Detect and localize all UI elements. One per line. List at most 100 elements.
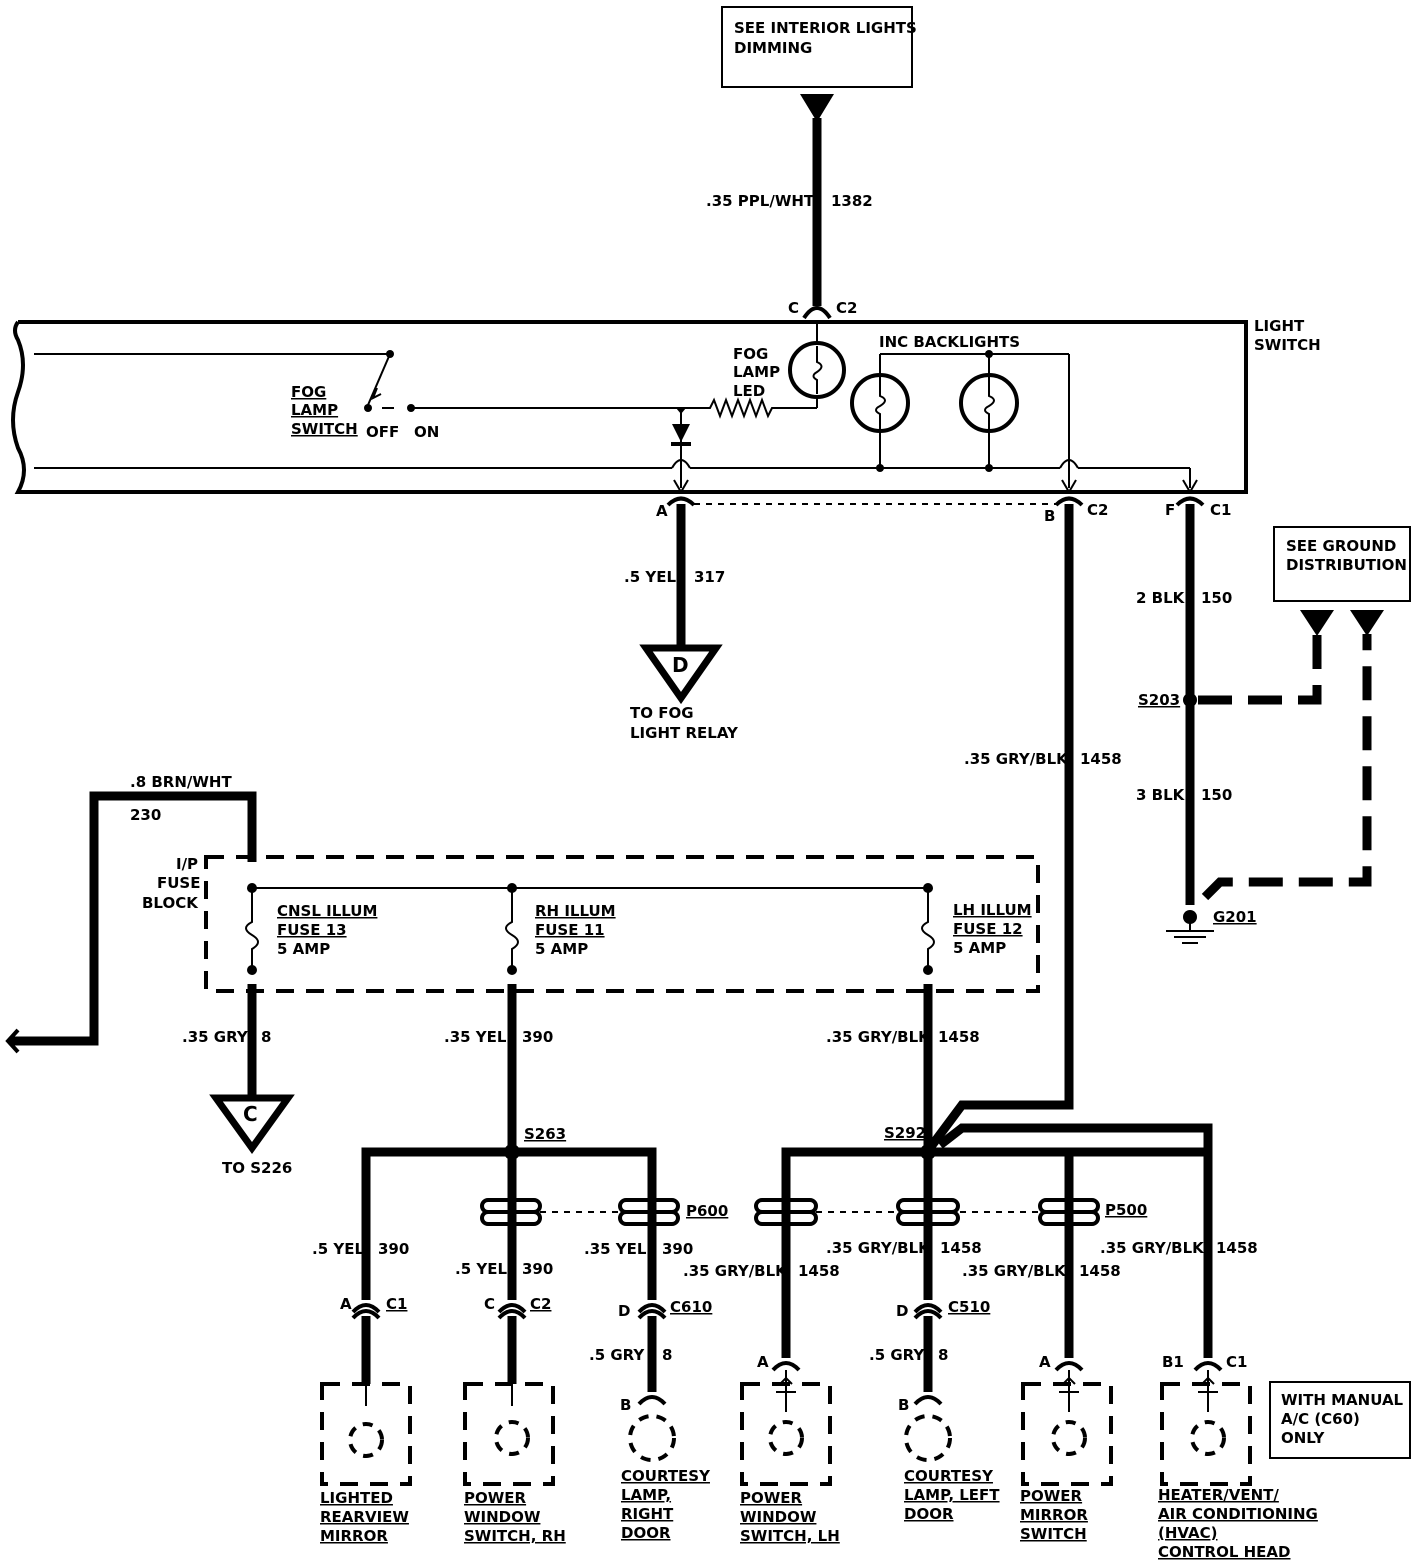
w-1458-d-circuit: 1458 [1216, 1239, 1258, 1257]
w-390-b-circuit: 390 [522, 1260, 553, 1278]
conn-b-1-letter: B [620, 1396, 631, 1414]
ground-dashed-1 [1198, 634, 1322, 705]
comp-mirror-sw-lamp [1051, 1420, 1087, 1456]
conn-d-c510-2 [913, 1309, 943, 1320]
to-fog-relay-label: TO FOG LIGHT RELAY [630, 704, 739, 742]
conn-d-c610-label: C610 [670, 1298, 712, 1316]
comp-mirror-sw-label: POWER MIRROR SWITCH [1020, 1487, 1093, 1543]
p500-pin-3-bottom [1038, 1210, 1100, 1226]
switch-off-label: OFF [366, 423, 399, 441]
connector-a-inner-arrow [673, 479, 689, 494]
comp-pw-lh-diode [776, 1376, 796, 1393]
w-390-b-color: .5 YEL [455, 1260, 507, 1278]
fuse-block [204, 855, 1040, 993]
wire-150a-color: 2 BLK [1136, 589, 1186, 607]
conn-a-c1-label: C1 [386, 1295, 407, 1313]
led-filament [812, 346, 823, 394]
interior-lights-arrow [800, 94, 834, 122]
conn-d-c510-label: C510 [948, 1298, 990, 1316]
wire-390-top-circuit: 390 [522, 1028, 553, 1046]
comp-mirror-sw-box [1021, 1382, 1113, 1486]
light-switch-body [11, 320, 1248, 494]
fuse11-node-bottom [507, 965, 517, 975]
fog-lamp-led [788, 341, 846, 399]
p500-label: P500 [1105, 1201, 1147, 1219]
conn-f-letter: F [1165, 501, 1175, 519]
conn-c2-label: C2 [836, 299, 857, 317]
fuse13-node-bottom [247, 965, 257, 975]
comp-courtesy-l-lamp [904, 1414, 952, 1462]
comp-courtesy-r-label: COURTESY LAMP, RIGHT DOOR [621, 1467, 715, 1542]
backlight-output-arrow [1061, 479, 1077, 494]
s226-letter: C [243, 1102, 258, 1126]
p600-pin-2-bottom [618, 1210, 680, 1226]
ground-feed-arrow [1182, 479, 1198, 494]
fog-relay-letter: D [672, 653, 689, 677]
g201-label: G201 [1213, 908, 1257, 926]
switch-blade [367, 353, 391, 406]
conn-c-c2-label: C2 [530, 1295, 551, 1313]
w-1458-c-circuit: 1458 [1079, 1262, 1121, 1280]
wire-390-top-color: .35 YEL [444, 1028, 507, 1046]
connector-c2-top [802, 306, 832, 320]
conn-b-courtesy-r [637, 1395, 667, 1406]
conn-d-c610-2 [637, 1309, 667, 1320]
fuse-block-label: I/P FUSE BLOCK [142, 855, 206, 912]
fog-lamp-led-label: FOG LAMP LED [733, 345, 785, 400]
w-390-c-color: .35 YEL [584, 1240, 647, 1258]
wire-230-arrow [5, 1028, 20, 1054]
wire-150a-circuit: 150 [1201, 589, 1232, 607]
w-390-a-circuit: 390 [378, 1240, 409, 1258]
diode-symbol [672, 424, 690, 442]
conn-a-c1-2 [351, 1309, 381, 1320]
with-manual-box [1269, 1381, 1411, 1459]
ground-dist-arrow-1 [1300, 610, 1334, 636]
fuse11-label: RH ILLUM FUSE 11 5 AMP [535, 902, 621, 958]
w-8-b1-color: .5 GRY [589, 1346, 645, 1364]
wire-150b-circuit: 150 [1201, 786, 1232, 804]
inc-backlights-label: INC BACKLIGHTS [879, 333, 1020, 351]
led-resistor [702, 397, 817, 419]
conn-a-c1-letter: A [340, 1295, 352, 1313]
conn-c-letter: C [788, 299, 799, 317]
s292-branch-hvac [937, 1123, 1213, 1152]
wire-1458-fuse-circuit: 1458 [938, 1028, 980, 1046]
conn-a-pw-lh-letter: A [757, 1353, 769, 1371]
interior-lights-label: SEE INTERIOR LIGHTS DIMMING [734, 19, 922, 57]
wire-1458-fuse-color: .35 GRY/BLK [826, 1028, 931, 1046]
p600-label: P600 [686, 1202, 728, 1220]
conn-b-c2: C2 [1087, 501, 1108, 519]
w-8-b2-color: .5 GRY [869, 1346, 925, 1364]
comp-hvac-diode [1198, 1376, 1218, 1393]
wire-317-circuit: 317 [694, 568, 725, 586]
with-manual-label: WITH MANUAL A/C (C60) ONLY [1281, 1391, 1408, 1447]
s203-label: S203 [1138, 691, 1180, 709]
wire-230-circuit: 230 [130, 806, 161, 824]
ground-dist-label: SEE GROUND DISTRIBUTION [1286, 537, 1407, 574]
p500-pin-1-bottom [754, 1210, 818, 1226]
conn-a-mirror-sw-letter: A [1039, 1353, 1051, 1371]
conn-b-courtesy-l [913, 1395, 943, 1406]
p600-connectors: P600 [480, 1198, 728, 1226]
splice-s203 [1183, 693, 1197, 707]
comp-mirror-lamp [348, 1422, 384, 1458]
comp-courtesy-l-label: COURTESY LAMP, LEFT DOOR [904, 1467, 1005, 1523]
w-1458-c-color: .35 GRY/BLK [962, 1262, 1067, 1280]
conn-c-c2-letter: C [484, 1295, 495, 1313]
fuse12-node-bottom [923, 965, 933, 975]
w-1458-a-circuit: 1458 [798, 1262, 840, 1280]
comp-pw-lh-lamp [768, 1420, 804, 1456]
comp-pw-lh-label: POWER WINDOW SWITCH, LH [740, 1489, 840, 1545]
w-1458-a-color: .35 GRY/BLK [683, 1262, 788, 1280]
connector-b [1054, 496, 1084, 507]
conn-c-c2 [497, 1303, 527, 1314]
conn-d-c610 [637, 1303, 667, 1314]
w-1458-d-color: .35 GRY/BLK [1100, 1239, 1205, 1257]
connector-a [666, 496, 696, 507]
switch-on-label: ON [414, 423, 439, 441]
comp-pw-rh-lamp [494, 1420, 530, 1456]
wire-230 [10, 791, 257, 1046]
w-8-b2-circuit: 8 [938, 1346, 948, 1364]
wire-317-color: .5 YEL [624, 568, 676, 586]
comp-hvac-box [1160, 1382, 1252, 1486]
